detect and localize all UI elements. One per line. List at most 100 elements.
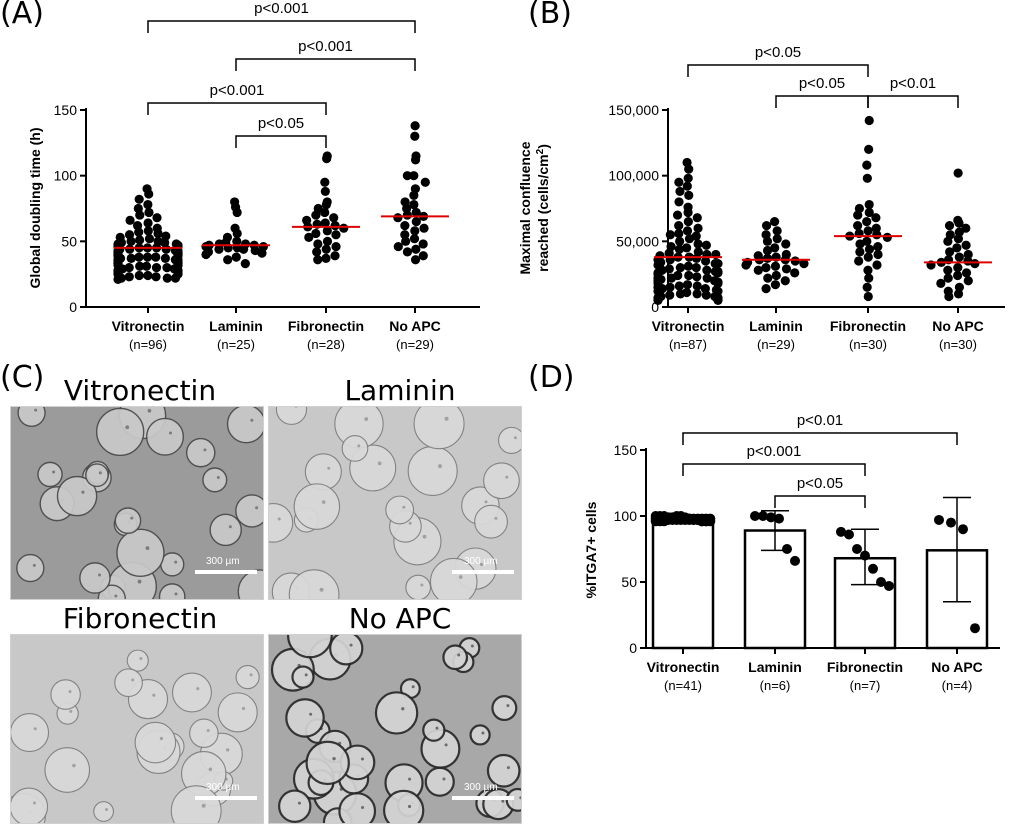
data-point bbox=[126, 236, 136, 246]
x-tick-label: No APC bbox=[389, 318, 441, 334]
attached-cell bbox=[125, 425, 130, 430]
significance-label: p<0.05 bbox=[799, 75, 845, 92]
data-point bbox=[855, 239, 865, 249]
micrograph-cells bbox=[269, 635, 521, 823]
microcarrier-bead bbox=[158, 583, 186, 599]
data-point bbox=[665, 230, 675, 240]
significance-label: p<0.01 bbox=[797, 412, 843, 429]
microcarrier-bead bbox=[491, 695, 518, 722]
scale-label-vitronectin: 300 µm bbox=[206, 556, 240, 567]
microcarrier-bead bbox=[269, 503, 294, 543]
data-point bbox=[868, 563, 878, 574]
y-tick-label: 50 bbox=[61, 233, 77, 249]
microcarrier-bead bbox=[483, 462, 520, 500]
data-point bbox=[653, 282, 663, 292]
data-point bbox=[143, 218, 153, 228]
data-point bbox=[410, 226, 420, 236]
attached-cell bbox=[159, 736, 164, 741]
micrograph-vitronectin bbox=[10, 406, 264, 600]
microcarrier-bead bbox=[442, 644, 469, 671]
attached-cell bbox=[34, 408, 38, 412]
micrograph-cells bbox=[11, 407, 263, 599]
data-point bbox=[762, 236, 773, 246]
data-point bbox=[944, 291, 954, 302]
data-point bbox=[871, 223, 881, 233]
micrograph-laminin bbox=[268, 406, 522, 600]
attached-cell bbox=[321, 500, 326, 504]
microcarrier-bead bbox=[422, 718, 446, 742]
significance-label: p<0.01 bbox=[890, 75, 936, 92]
attached-cell bbox=[98, 471, 102, 475]
x-tick-sample-size: (n=4) bbox=[942, 678, 973, 693]
x-tick-label: Laminin bbox=[748, 659, 802, 675]
data-point bbox=[884, 580, 894, 591]
attached-cell bbox=[131, 678, 135, 682]
data-point bbox=[143, 226, 153, 236]
data-point bbox=[854, 256, 864, 266]
data-point bbox=[674, 220, 684, 231]
x-tick-sample-size: (n=7) bbox=[850, 678, 881, 693]
data-point bbox=[691, 263, 701, 273]
data-point bbox=[862, 217, 872, 227]
microcarrier-bead bbox=[185, 437, 216, 468]
attached-cell bbox=[249, 673, 253, 677]
data-point bbox=[144, 234, 155, 244]
attached-cell bbox=[377, 461, 382, 466]
data-point bbox=[322, 153, 332, 164]
attached-cell bbox=[364, 417, 369, 421]
data-point bbox=[684, 190, 694, 200]
data-point bbox=[135, 235, 145, 245]
x-tick-label: No APC bbox=[932, 318, 984, 334]
data-point bbox=[774, 513, 784, 524]
significance-bracket bbox=[867, 95, 959, 108]
data-point bbox=[702, 273, 712, 283]
data-point bbox=[674, 197, 684, 207]
attached-cell bbox=[506, 704, 510, 708]
data-point bbox=[844, 529, 854, 540]
data-point bbox=[313, 255, 323, 265]
data-point bbox=[944, 220, 955, 231]
attached-cell bbox=[69, 709, 73, 713]
microcarrier-bead bbox=[407, 445, 458, 496]
x-tick-label: Fibronectin bbox=[827, 659, 903, 675]
data-point bbox=[151, 272, 161, 282]
microcarrier-bead bbox=[171, 672, 212, 713]
data-point bbox=[672, 210, 683, 220]
attached-cell bbox=[72, 763, 76, 768]
attached-cell bbox=[444, 416, 449, 421]
data-point bbox=[853, 220, 863, 231]
microcarrier-bead bbox=[486, 753, 521, 788]
micrograph-no-apc bbox=[268, 634, 522, 824]
microcarrier-bead bbox=[56, 475, 98, 517]
attached-cell bbox=[349, 643, 353, 647]
data-point bbox=[863, 265, 873, 275]
y-tick-label: 100,000 bbox=[608, 168, 659, 184]
data-point bbox=[772, 234, 782, 244]
significance-label: p<0.001 bbox=[747, 443, 802, 460]
microcarrier-bead bbox=[145, 417, 185, 456]
data-point bbox=[970, 623, 980, 634]
data-point bbox=[953, 270, 963, 281]
data-point bbox=[862, 160, 872, 170]
data-point bbox=[762, 245, 773, 256]
data-point bbox=[409, 199, 419, 210]
microcarrier-bead bbox=[226, 407, 263, 444]
data-point bbox=[330, 251, 340, 261]
attached-cell bbox=[401, 707, 405, 711]
data-point bbox=[963, 249, 973, 260]
data-point bbox=[321, 244, 331, 254]
panel-c-letter: (C) bbox=[0, 360, 45, 395]
data-point bbox=[761, 263, 771, 273]
data-point bbox=[322, 226, 332, 236]
microcarrier-bead bbox=[44, 747, 91, 793]
y-tick-label: 0 bbox=[69, 299, 77, 315]
attached-cell bbox=[174, 592, 178, 596]
data-point bbox=[683, 217, 693, 227]
data-point bbox=[214, 244, 224, 254]
data-point bbox=[701, 290, 711, 300]
x-tick-sample-size: (n=30) bbox=[849, 337, 887, 352]
data-point bbox=[943, 265, 953, 275]
x-tick-sample-size: (n=29) bbox=[757, 337, 795, 352]
x-tick-sample-size: (n=96) bbox=[129, 337, 167, 352]
data-point bbox=[692, 272, 702, 282]
